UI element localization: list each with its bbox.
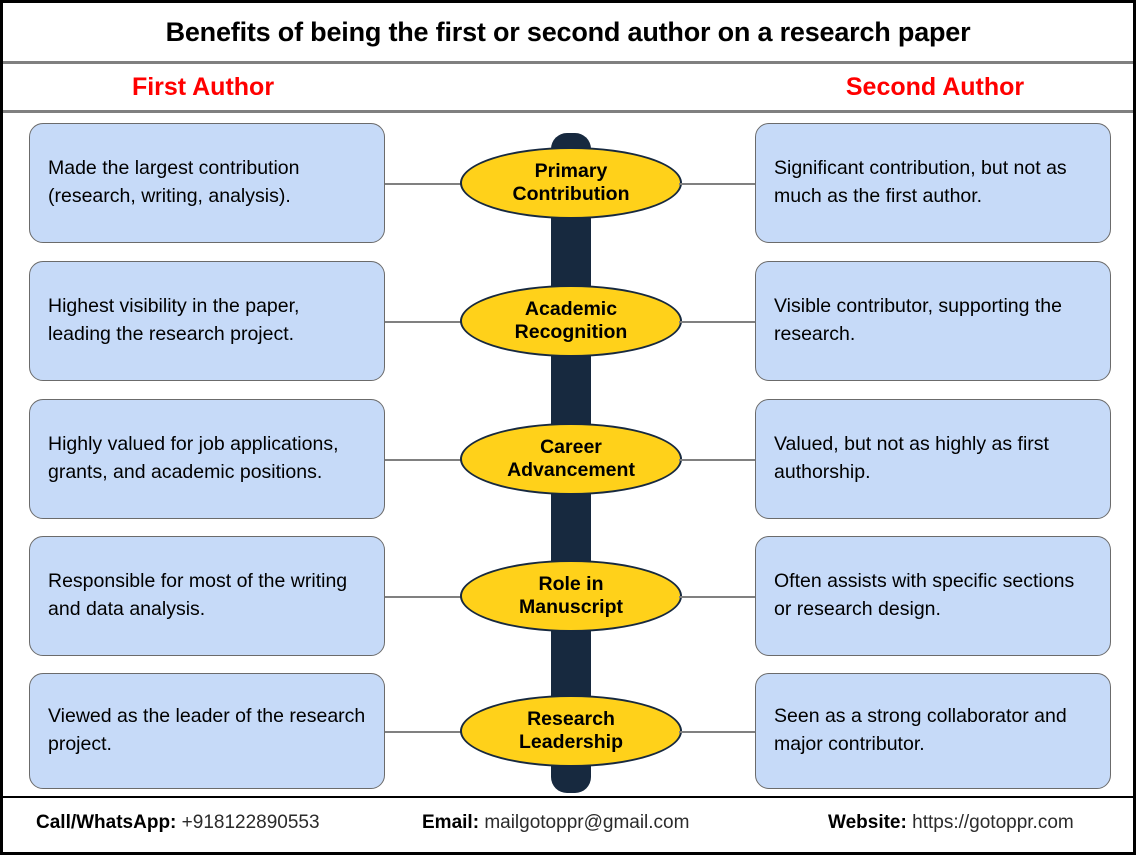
left-box-2: Highest visibility in the paper, leading… bbox=[29, 261, 385, 381]
footer-website-label: Website: bbox=[828, 812, 907, 833]
right-box-1: Significant contribution, but not as muc… bbox=[755, 123, 1111, 243]
node-primary-contribution: Primary Contribution bbox=[460, 147, 682, 219]
footer-email-value: mailgotoppr@gmail.com bbox=[484, 812, 690, 833]
node-role-in-manuscript: Role in Manuscript bbox=[460, 560, 682, 632]
row-academic-recognition: Highest visibility in the paper, leading… bbox=[3, 261, 1133, 381]
node-academic-recognition: Academic Recognition bbox=[460, 285, 682, 357]
node-label-line2: Manuscript bbox=[518, 596, 623, 618]
footer-call-label: Call/WhatsApp: bbox=[36, 812, 177, 833]
footer-website-value: https://gotoppr.com bbox=[912, 812, 1074, 833]
node-label-line1: Research bbox=[527, 708, 615, 731]
node-label-line1: Academic bbox=[524, 298, 618, 321]
right-box-3: Valued, but not as highly as first autho… bbox=[755, 399, 1111, 519]
page-title: Benefits of being the first or second au… bbox=[165, 16, 971, 47]
row-research-leadership: Viewed as the leader of the research pro… bbox=[3, 673, 1133, 789]
left-box-3: Highly valued for job applications, gran… bbox=[29, 399, 385, 519]
footer-website: Website: https://gotoppr.com bbox=[828, 812, 1074, 834]
column-headers: First Author Second Author bbox=[3, 64, 1133, 110]
connector-right-2 bbox=[679, 321, 759, 323]
node-research-leadership: Research Leadership bbox=[460, 695, 682, 767]
poster-title-bar: Benefits of being the first or second au… bbox=[3, 3, 1133, 61]
column-header-first-author: First Author bbox=[131, 72, 275, 101]
node-label-line2: Advancement bbox=[507, 459, 635, 481]
row-primary-contribution: Made the largest contribution (research,… bbox=[3, 123, 1133, 243]
connector-left-2 bbox=[385, 321, 463, 323]
node-label-line2: Leadership bbox=[518, 731, 624, 753]
right-box-5: Seen as a strong collaborator and major … bbox=[755, 673, 1111, 789]
node-label-line2: Contribution bbox=[512, 183, 630, 205]
connector-right-1 bbox=[679, 183, 759, 185]
connector-right-4 bbox=[679, 596, 759, 598]
divider-above-headers bbox=[3, 61, 1133, 64]
footer-email-label: Email: bbox=[422, 812, 480, 833]
footer-call-value: +918122890553 bbox=[181, 812, 320, 833]
contact-footer: Call/WhatsApp: +918122890553 Email: mail… bbox=[3, 798, 1133, 852]
left-box-4: Responsible for most of the writing and … bbox=[29, 536, 385, 656]
node-label-line2: Recognition bbox=[514, 321, 628, 343]
node-label-line1: Career bbox=[540, 436, 602, 459]
left-box-5: Viewed as the leader of the research pro… bbox=[29, 673, 385, 789]
node-career-advancement: Career Advancement bbox=[460, 423, 682, 495]
row-career-advancement: Highly valued for job applications, gran… bbox=[3, 399, 1133, 519]
connector-left-3 bbox=[385, 459, 463, 461]
right-box-2: Visible contributor, supporting the rese… bbox=[755, 261, 1111, 381]
connector-left-5 bbox=[385, 731, 463, 733]
column-header-second-author: Second Author bbox=[845, 72, 1025, 101]
footer-divider bbox=[3, 796, 1133, 798]
left-box-1: Made the largest contribution (research,… bbox=[29, 123, 385, 243]
connector-left-1 bbox=[385, 183, 463, 185]
connector-right-5 bbox=[679, 731, 759, 733]
node-label-line1: Primary bbox=[534, 160, 608, 183]
right-box-4: Often assists with specific sections or … bbox=[755, 536, 1111, 656]
connector-right-3 bbox=[679, 459, 759, 461]
footer-email: Email: mailgotoppr@gmail.com bbox=[422, 812, 689, 834]
row-role-in-manuscript: Responsible for most of the writing and … bbox=[3, 536, 1133, 656]
node-label-line1: Role in bbox=[538, 573, 604, 596]
footer-call-whatsapp: Call/WhatsApp: +918122890553 bbox=[36, 812, 320, 834]
divider-below-headers bbox=[3, 110, 1133, 113]
connector-left-4 bbox=[385, 596, 463, 598]
